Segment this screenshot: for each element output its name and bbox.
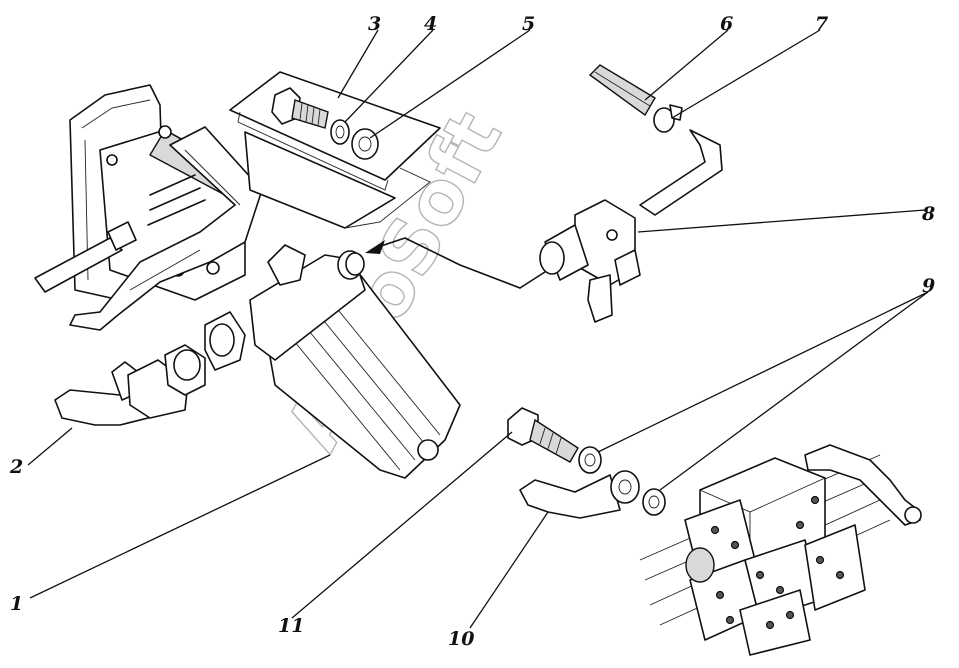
washer-5 xyxy=(351,128,379,160)
label-7: 7 xyxy=(815,13,828,35)
banjo-fitting-10 xyxy=(519,470,640,519)
filter-bracket xyxy=(69,126,263,331)
label-1: 1 xyxy=(10,593,23,615)
hose-6 xyxy=(588,64,656,117)
elbow-fitting-2 xyxy=(54,344,206,426)
label-5: 5 xyxy=(522,13,535,35)
flow-arrow xyxy=(365,237,549,289)
bolt-3 xyxy=(271,87,329,129)
label-10: 10 xyxy=(448,628,474,650)
banjo-bolt-11 xyxy=(507,407,579,463)
part-labels: 1 2 3 4 5 6 7 8 9 10 11 xyxy=(9,13,935,650)
label-8: 8 xyxy=(921,203,935,225)
fuel-filter-1 xyxy=(204,244,461,479)
label-3: 3 xyxy=(368,13,381,35)
leader-lines xyxy=(27,29,929,629)
washer-4 xyxy=(330,119,350,145)
label-11: 11 xyxy=(278,615,304,637)
tee-fitting-8 xyxy=(539,129,723,323)
clamp-7 xyxy=(653,104,683,133)
label-2: 2 xyxy=(9,456,23,478)
injection-pump-assembly xyxy=(639,444,922,656)
label-4: 4 xyxy=(424,13,437,35)
label-9: 9 xyxy=(922,275,935,297)
label-6: 6 xyxy=(720,13,733,35)
washers-9 xyxy=(578,446,666,516)
